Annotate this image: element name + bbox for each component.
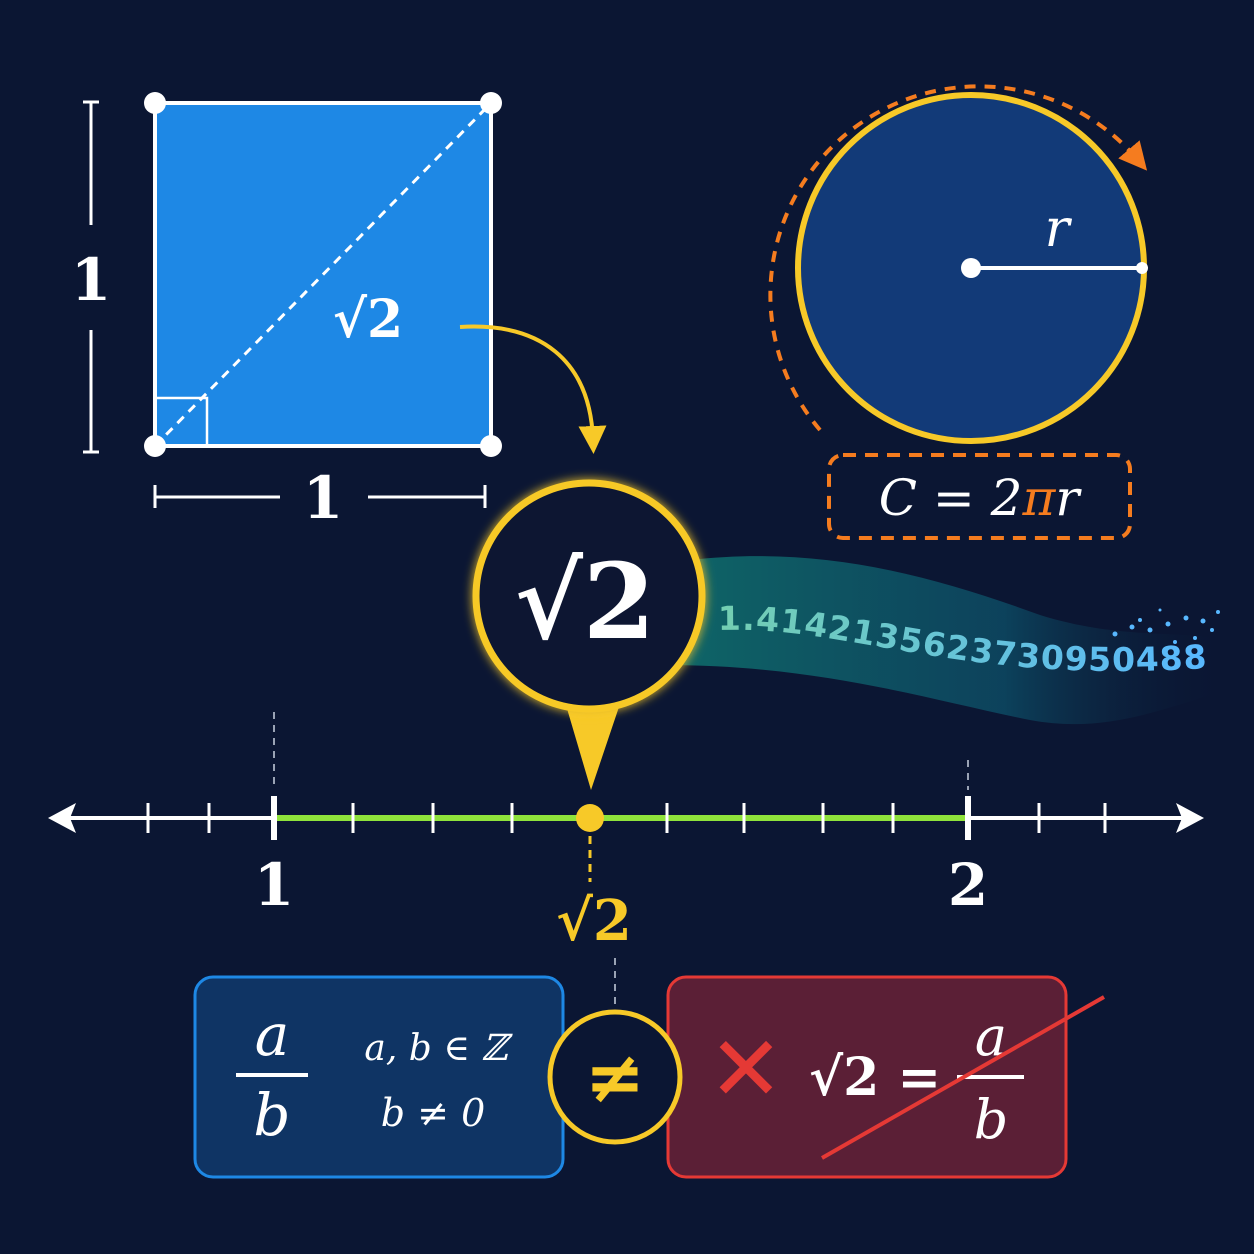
rational-condition-2: b ≠ 0 (381, 1091, 486, 1135)
false-claim-lhs: √2 = (809, 1047, 941, 1108)
not-equal-group: ≠ (547, 1009, 683, 1145)
not-equal-circle (547, 1009, 683, 1145)
diagonal-to-badge-arrow (459, 324, 607, 454)
square-vertex-tl (144, 92, 166, 114)
circle-center-dot (961, 258, 981, 278)
sqrt2-point-label: √2 (556, 888, 632, 954)
circumference-arrow (768, 84, 1148, 432)
error-cross-icon: ✕ (708, 1017, 783, 1122)
formula-lhs: C = 2 (879, 469, 1023, 527)
square-side-bottom-label: 1 (303, 464, 343, 532)
diagonal-label: √2 (333, 289, 403, 350)
number-line-right-arrow (1176, 803, 1204, 833)
square-vertex-bl (144, 435, 166, 457)
not-equal-symbol: ≠ (585, 1035, 645, 1119)
square-vertex-tr (480, 92, 502, 114)
square-vertex-br (480, 435, 502, 457)
sqrt2-badge-group: √2 (472, 479, 706, 790)
circumference-formula-box (827, 453, 1132, 540)
unit-square-group: 1 √2 1 (71, 92, 607, 532)
right-angle-marker (155, 396, 209, 446)
rational-numerator: a (255, 1001, 290, 1069)
number-line-left-arrow (48, 803, 76, 833)
minor-ticks (146, 803, 1107, 833)
sqrt2-badge-label: √2 (515, 540, 656, 663)
false-claim-numerator: a (975, 1005, 1007, 1068)
bottom-dimension-marker (153, 485, 487, 508)
decimal-trailing-dots (1112, 608, 1220, 644)
formula-pi: π (1021, 469, 1056, 527)
sqrt2-badge (472, 479, 706, 713)
square-diagonal (153, 101, 493, 448)
false-claim-box: ✕ √2 = a b (666, 975, 1105, 1179)
sqrt2-point (576, 804, 604, 832)
false-claim-denominator: b (974, 1088, 1009, 1151)
left-dimension-marker (83, 100, 99, 454)
tick-label-2: 2 (948, 851, 988, 919)
square-side-left-label: 1 (71, 246, 111, 314)
rational-denominator: b (253, 1081, 290, 1149)
rational-condition-1: a, b ∈ ℤ (364, 1028, 513, 1069)
badge-pointer (563, 695, 623, 790)
number-line-group: 1 2 √2 (48, 712, 1204, 1005)
formula-rhs: r (1055, 469, 1082, 527)
strike-through-line (821, 995, 1105, 1160)
circumference-formula: C = 2πr (879, 469, 1083, 527)
rational-definition-box: a b a, b ∈ ℤ b ≠ 0 (193, 975, 565, 1179)
radius-label: r (1045, 199, 1073, 259)
decimal-ribbon (665, 556, 1230, 725)
tick-label-1: 1 (254, 851, 294, 919)
circle-group: r C = 2πr (768, 84, 1148, 540)
radius-end-dot (1136, 262, 1148, 274)
